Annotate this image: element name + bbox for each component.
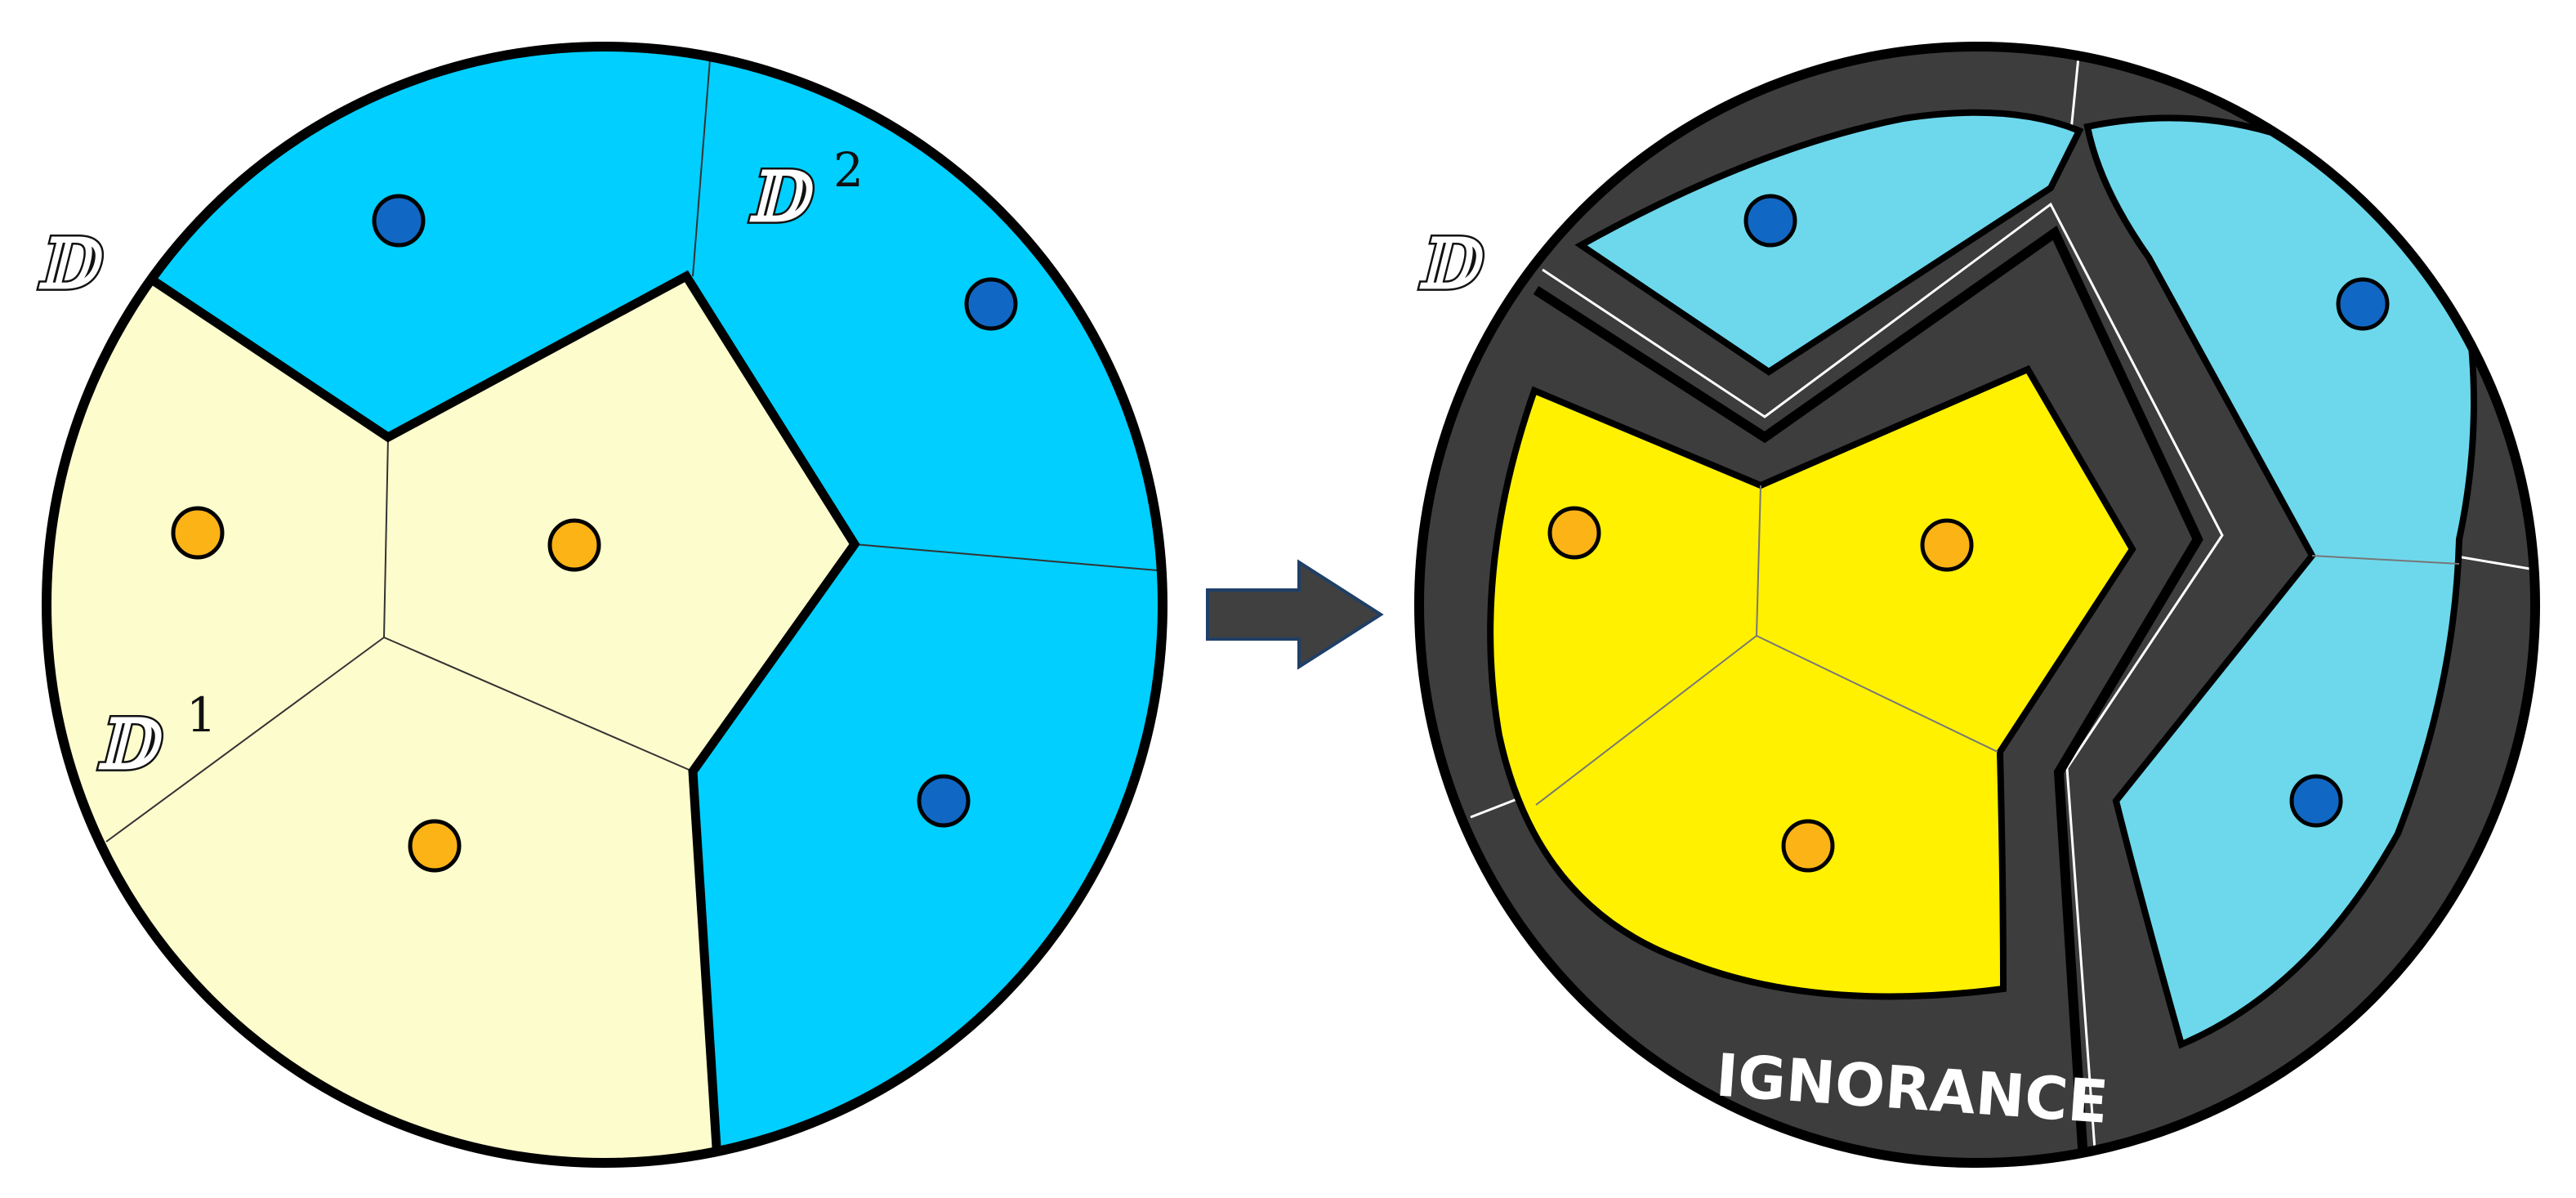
point-yellow — [1920, 518, 1974, 572]
right-disk: 𝔻 IGNORANCE — [1414, 42, 2540, 1168]
point-blue — [964, 277, 1018, 331]
disk-outline-right — [1414, 42, 2540, 1168]
transform-arrow — [1206, 559, 1384, 670]
point-yellow — [1547, 506, 1601, 560]
domain-label-left: 𝔻 — [37, 223, 105, 304]
point-blue — [372, 194, 426, 248]
ignorance-band — [1533, 225, 2203, 1161]
left-disk: 𝔻 𝔻 1 𝔻 2 — [35, 42, 1167, 1168]
disk-outline-left — [42, 42, 1167, 1168]
region-d2-superscript: 2 — [833, 142, 864, 198]
region-d1-right — [1487, 364, 2136, 1000]
region-d1-left — [47, 237, 855, 1163]
point-yellow — [408, 819, 462, 873]
point-blue — [1743, 194, 1797, 248]
cell-edges-left — [105, 48, 1163, 843]
point-blue — [2336, 277, 2390, 331]
region-d2-label: 𝔻 — [748, 156, 815, 237]
region-d2-right-cell-a — [1574, 109, 2084, 376]
point-yellow — [547, 518, 601, 572]
region-d1-label: 𝔻 — [96, 704, 164, 785]
domain-label-right: 𝔻 — [1417, 223, 1485, 304]
region-d1-superscript: 1 — [186, 687, 217, 743]
cell-edges-d1-right — [1535, 485, 1998, 806]
point-blue — [917, 774, 971, 828]
d1-boundary-left — [140, 270, 860, 1161]
point-yellow — [171, 506, 225, 560]
cell-edge-d2-right — [2311, 555, 2460, 565]
points-right — [1547, 194, 2390, 873]
point-blue — [2289, 774, 2343, 828]
point-yellow — [1781, 819, 1835, 873]
points-left — [171, 194, 1018, 873]
